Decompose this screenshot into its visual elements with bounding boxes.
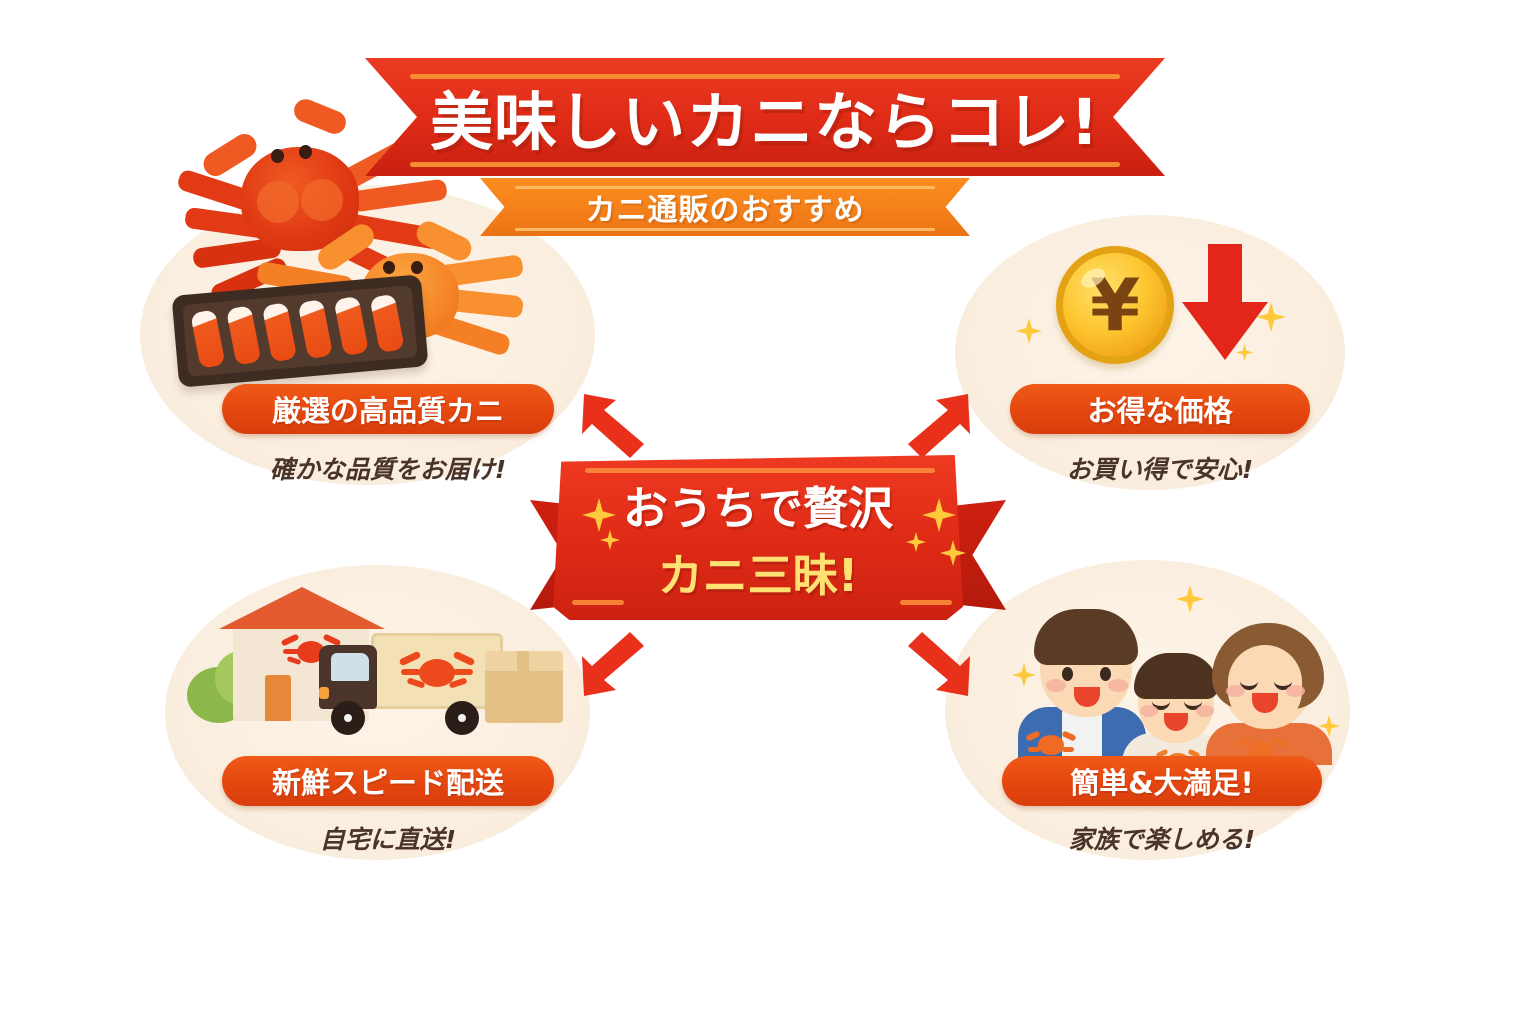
crab-stick-tray [171,274,429,388]
parcel-box [485,667,563,723]
title-banner-accent-line [410,162,1120,167]
truck-window [331,653,369,681]
feature-caption-delivery: 自宅に直送! [319,825,457,854]
arrow-down-left [578,628,652,702]
child-eye-left [1152,697,1170,710]
page-title: 美味しいカニならコレ! [430,85,1100,159]
house-roof [219,587,385,629]
center-ribbon-panel [553,455,963,620]
crab-held-by-father [1025,727,1077,761]
feature-label-quality[interactable]: 厳選の高品質カニ [222,384,554,434]
crab-logo-truck [398,647,476,697]
yen-symbol: ¥ [1089,263,1141,347]
feature-label-satisfaction[interactable]: 簡単&大満足! [1002,756,1322,806]
price-down-arrow-icon [1182,244,1268,360]
father-hair [1034,609,1138,665]
yen-coin-icon [1056,246,1174,364]
center-ribbon-text: おうちで贅沢 カニ三昧! [553,458,963,618]
illustration-delivery-truck [185,575,585,765]
truck-headlight [319,687,329,699]
title-banner-accent-line [410,74,1120,79]
parcel-tape [517,651,529,671]
page-subtitle: カニ通販のおすすめ [585,193,865,228]
arrow-up-right [900,388,974,462]
feature-caption-price: お買い得で安心! [1066,455,1254,484]
truck-wheel-front [331,701,365,735]
mother-eye-left [1240,677,1258,690]
feature-label-delivery[interactable]: 新鮮スピード配送 [222,756,554,806]
center-ribbon-accent-line [900,600,952,605]
sparkle-icon [1012,663,1036,687]
house-door [265,675,291,721]
illustration-quality-crabs [165,85,565,388]
truck-wheel-rear [445,701,479,735]
illustration-price-coin: ¥ [1016,240,1300,390]
child-hair [1134,653,1218,699]
center-ribbon-line2: カニ三昧! [657,549,859,602]
center-ribbon-accent-line [585,468,935,473]
arrow-up-left [578,388,652,462]
subtitle-accent-line [515,186,935,189]
child-eye-right [1184,697,1202,710]
center-ribbon-line1: おうちで贅沢 [622,482,893,535]
center-ribbon-accent-line [572,600,624,605]
father-mouth [1074,687,1100,707]
illustration-family [1010,575,1340,765]
feature-caption-satisfaction: 家族で楽しめる! [1068,825,1256,854]
feature-caption-quality: 確かな品質をお届け! [269,455,507,484]
mother-mouth [1252,693,1278,713]
subtitle-accent-line [515,228,935,231]
child-mouth [1164,713,1188,731]
mother-eye-right [1274,677,1292,690]
arrow-down-right [900,628,974,702]
feature-label-price[interactable]: お得な価格 [1010,384,1310,434]
sparkle-icon [1176,585,1204,613]
